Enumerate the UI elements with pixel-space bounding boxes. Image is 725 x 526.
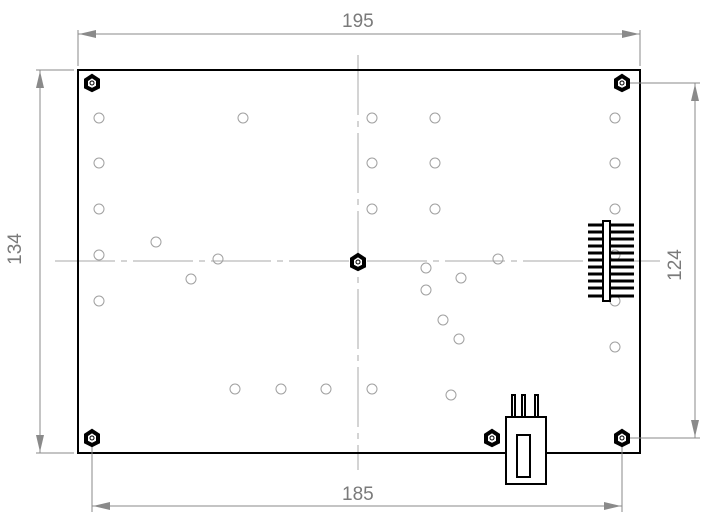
dimension-label-height: 134 (4, 233, 26, 265)
dimension-hole-spacing-y (628, 82, 700, 439)
component-holes (93, 112, 621, 401)
board-outline (77, 69, 641, 454)
dimension-width (77, 30, 641, 66)
dimension-label-width: 195 (342, 11, 374, 32)
dimension-label-hole-spacing-y: 124 (664, 249, 686, 281)
dimension-label-hole-spacing-x: 185 (342, 484, 374, 505)
power-connector (505, 394, 547, 485)
dimension-hole-spacing-x (91, 444, 623, 512)
mounting-hole-icons (84, 73, 630, 448)
dimension-height (36, 69, 74, 454)
pin-header (588, 220, 634, 302)
